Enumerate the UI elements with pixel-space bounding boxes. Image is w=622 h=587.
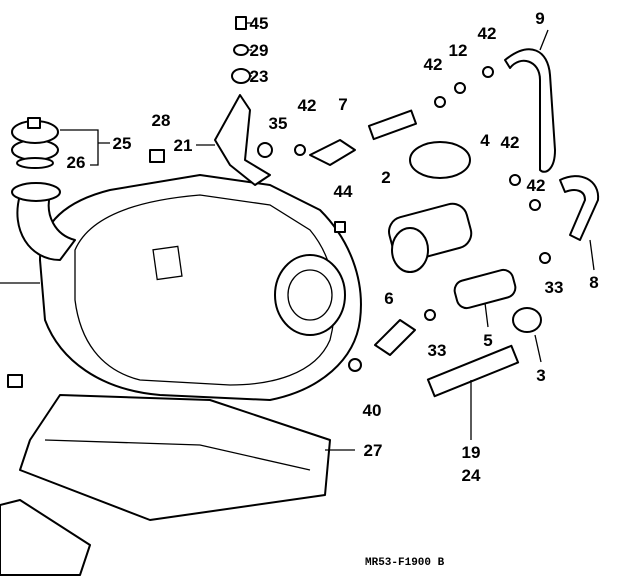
bolt-stack xyxy=(231,16,251,84)
callout-45: 45 xyxy=(250,14,269,33)
callout-7: 7 xyxy=(338,95,347,114)
callout-25: 25 xyxy=(113,134,132,153)
callout-42: 42 xyxy=(298,96,317,115)
callout-28: 28 xyxy=(152,111,171,130)
clips xyxy=(7,66,551,388)
callout-42: 42 xyxy=(501,133,520,152)
callout-4: 4 xyxy=(480,131,490,150)
tank-tray xyxy=(19,394,331,521)
callout-3: 3 xyxy=(536,366,545,385)
callout-44: 44 xyxy=(334,182,353,201)
callout-42: 42 xyxy=(478,24,497,43)
callout-27: 27 xyxy=(364,441,383,460)
fuel-pump xyxy=(388,141,542,398)
rubber-strip xyxy=(0,499,91,576)
callout-29: 29 xyxy=(250,41,269,60)
callout-19: 19 xyxy=(462,443,481,462)
callout-35: 35 xyxy=(269,114,288,133)
callout-6: 6 xyxy=(384,289,393,308)
fuel-tank xyxy=(11,174,362,401)
callout-33: 33 xyxy=(545,278,564,297)
callout-33: 33 xyxy=(428,341,447,360)
callout-2: 2 xyxy=(381,168,390,187)
fuel-cap xyxy=(11,117,59,169)
callout-26: 26 xyxy=(67,153,86,172)
callout-23: 23 xyxy=(250,67,269,86)
callout-5: 5 xyxy=(483,331,492,350)
callout-12: 12 xyxy=(449,41,468,60)
leader-lines xyxy=(0,22,595,451)
callout-40: 40 xyxy=(363,401,382,420)
callout-21: 21 xyxy=(174,136,193,155)
bracket xyxy=(214,94,271,186)
callout-labels: 45 29 23 9 42 12 42 28 21 35 42 7 25 26 … xyxy=(67,9,599,569)
hoses xyxy=(309,48,600,356)
callout-8: 8 xyxy=(589,273,598,292)
drawing-code: MR53-F1900 B xyxy=(365,557,445,569)
callout-42: 42 xyxy=(527,176,546,195)
callout-24: 24 xyxy=(462,466,481,485)
callout-42: 42 xyxy=(424,55,443,74)
callout-9: 9 xyxy=(535,9,544,28)
